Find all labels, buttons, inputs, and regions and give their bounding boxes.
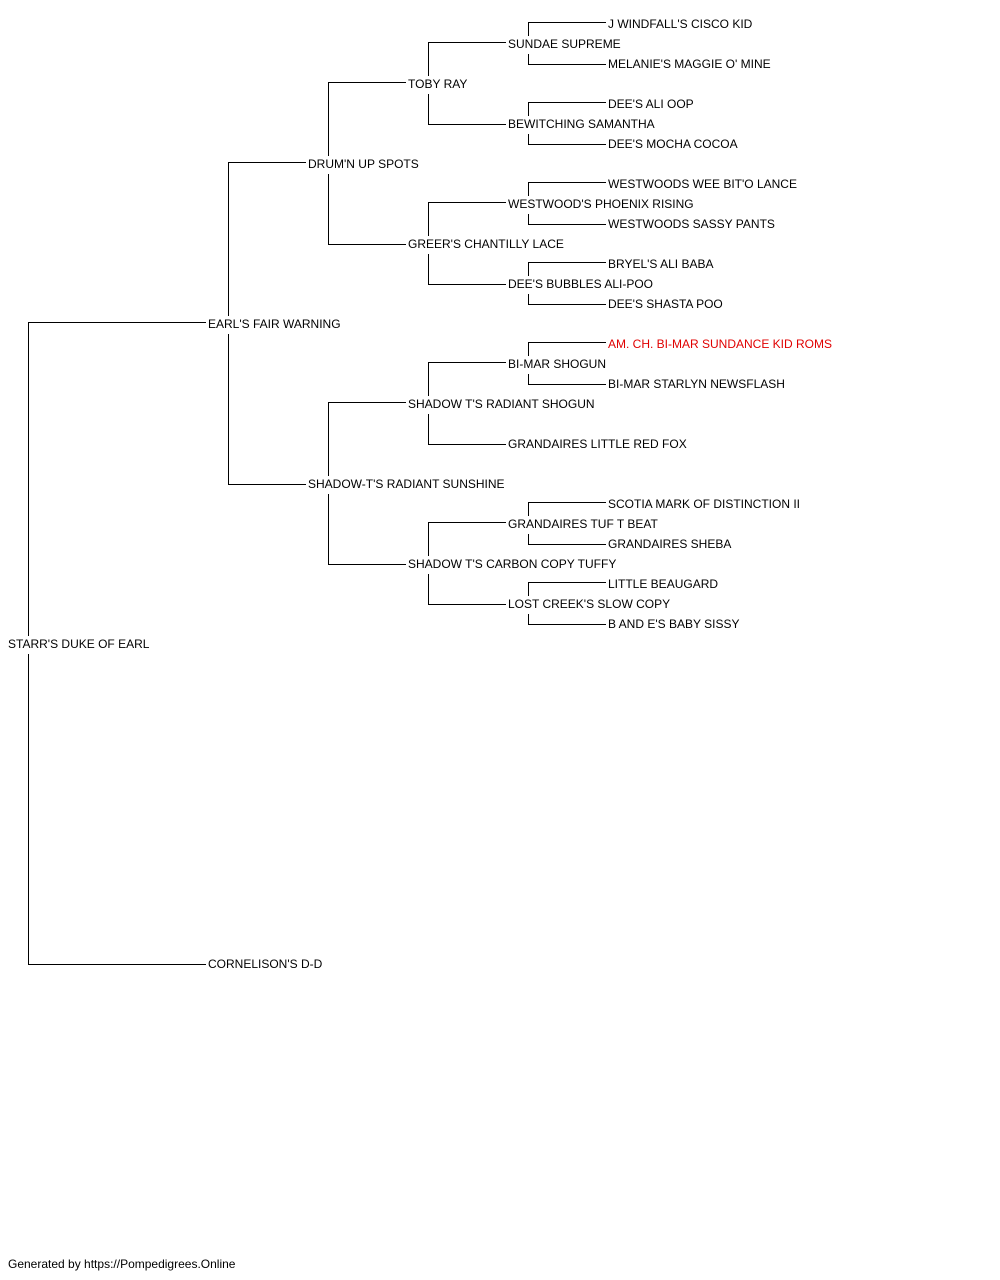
ancestor-name[interactable]: SHADOW T'S RADIANT SHOGUN bbox=[408, 397, 595, 411]
subject-dog-name: STARR'S DUKE OF EARL bbox=[8, 637, 150, 651]
ancestor-name[interactable]: TOBY RAY bbox=[408, 77, 468, 91]
ancestor-name[interactable]: B AND E'S BABY SISSY bbox=[608, 617, 740, 631]
ancestor-name[interactable]: WESTWOODS WEE BIT'O LANCE bbox=[608, 177, 797, 191]
connector-phoenix-sire bbox=[528, 182, 606, 196]
ancestor-name[interactable]: BI-MAR STARLYN NEWSFLASH bbox=[608, 377, 785, 391]
connector-carbon-copy-sire bbox=[428, 522, 506, 556]
ancestor-name[interactable]: BEWITCHING SAMANTHA bbox=[508, 117, 655, 131]
ancestor-name[interactable]: SHADOW T'S CARBON COPY TUFFY bbox=[408, 557, 617, 571]
ancestor-name[interactable]: BRYEL'S ALI BABA bbox=[608, 257, 714, 271]
ancestor-name[interactable]: BI-MAR SHOGUN bbox=[508, 357, 607, 371]
connector-sire-dam bbox=[228, 334, 306, 485]
connector-greers-sire bbox=[428, 202, 506, 236]
connector-bimar-shogun-dam bbox=[528, 374, 606, 385]
connector-bubbles-sire bbox=[528, 262, 606, 276]
connector-bewitching-sire bbox=[528, 102, 606, 116]
ancestor-name[interactable]: DEE'S BUBBLES ALI-POO bbox=[508, 277, 654, 291]
connector-subject-dam bbox=[28, 654, 206, 965]
ancestor-name[interactable]: DEE'S MOCHA COCOA bbox=[608, 137, 738, 151]
ancestor-name[interactable]: LOST CREEK'S SLOW COPY bbox=[508, 597, 671, 611]
champion-ancestor-name[interactable]: AM. CH. BI-MAR SUNDANCE KID ROMS bbox=[608, 337, 833, 351]
connector-tuf-t-beat-sire bbox=[528, 502, 606, 516]
generated-by-footer: Generated by https://Pompedigrees.Online bbox=[8, 1257, 236, 1271]
connector-bimar-shogun-sire bbox=[528, 342, 606, 356]
connector-slow-copy-dam bbox=[528, 614, 606, 625]
ancestor-name[interactable]: J WINDFALL'S CISCO KID bbox=[608, 17, 753, 31]
connector-radiant-sunshine-dam bbox=[328, 494, 406, 565]
connector-sundae-supreme-dam bbox=[528, 54, 606, 65]
ancestor-name[interactable]: DEE'S ALI OOP bbox=[608, 97, 694, 111]
ancestor-name[interactable]: DEE'S SHASTA POO bbox=[608, 297, 723, 311]
connector-radiant-shogun-dam bbox=[428, 414, 506, 445]
connector-bubbles-dam bbox=[528, 294, 606, 305]
sire-name[interactable]: EARL'S FAIR WARNING bbox=[208, 317, 341, 331]
ancestor-name[interactable]: SUNDAE SUPREME bbox=[508, 37, 621, 51]
connector-sundae-supreme-sire bbox=[528, 22, 606, 36]
ancestor-name[interactable]: GRANDAIRES SHEBA bbox=[608, 537, 732, 551]
connector-carbon-copy-dam bbox=[428, 574, 506, 605]
connector-radiant-shogun-sire bbox=[428, 362, 506, 396]
dam-name[interactable]: CORNELISON'S D-D bbox=[208, 957, 323, 971]
ancestor-name[interactable]: GREER'S CHANTILLY LACE bbox=[408, 237, 564, 251]
connector-sire-sire bbox=[228, 162, 306, 316]
sire-sire-name[interactable]: DRUM'N UP SPOTS bbox=[308, 157, 419, 171]
ancestor-name[interactable]: WESTWOOD'S PHOENIX RISING bbox=[508, 197, 694, 211]
ancestor-name[interactable]: LITTLE BEAUGARD bbox=[608, 577, 719, 591]
connector-drumn-up-spots-dam bbox=[328, 174, 406, 245]
ancestor-name[interactable]: GRANDAIRES LITTLE RED FOX bbox=[508, 437, 687, 451]
sire-dam-name[interactable]: SHADOW-T'S RADIANT SUNSHINE bbox=[308, 477, 505, 491]
connector-slow-copy-sire bbox=[528, 582, 606, 596]
connector-toby-ray-dam bbox=[428, 94, 506, 125]
connector-drumn-up-spots-sire bbox=[328, 82, 406, 156]
connector-tuf-t-beat-dam bbox=[528, 534, 606, 545]
connector-subject-sire bbox=[28, 322, 206, 636]
ancestor-name[interactable]: SCOTIA MARK OF DISTINCTION II bbox=[608, 497, 801, 511]
ancestor-name[interactable]: WESTWOODS SASSY PANTS bbox=[608, 217, 775, 231]
connector-greers-dam bbox=[428, 254, 506, 285]
connector-phoenix-dam bbox=[528, 214, 606, 225]
connector-bewitching-dam bbox=[528, 134, 606, 145]
ancestor-name[interactable]: GRANDAIRES TUF T BEAT bbox=[508, 517, 658, 531]
connector-toby-ray-sire bbox=[428, 42, 506, 76]
ancestor-name[interactable]: MELANIE'S MAGGIE O' MINE bbox=[608, 57, 771, 71]
connector-radiant-sunshine-sire bbox=[328, 402, 406, 476]
